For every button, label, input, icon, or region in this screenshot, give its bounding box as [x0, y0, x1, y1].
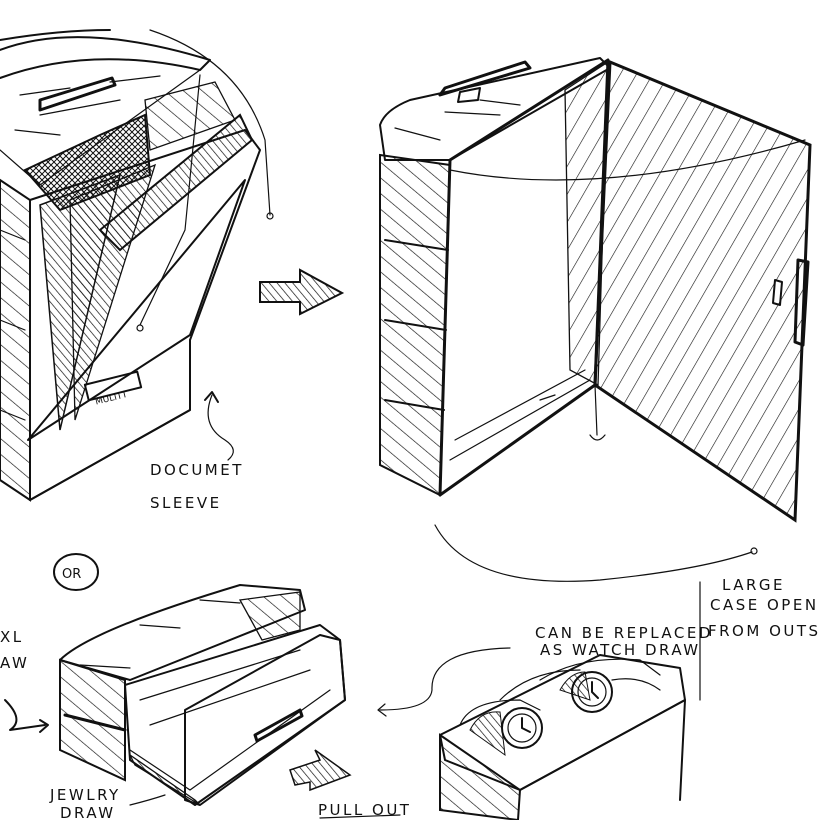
jewelry-label-2: DRAW: [60, 804, 116, 820]
pull-out-underline: [319, 814, 401, 819]
or-note-text: OR: [62, 567, 81, 582]
document-sleeve-label-1: DOCUMET: [150, 461, 244, 479]
document-sleeve-label-2: SLEEVE: [150, 494, 222, 512]
watch-note-1: CAN BE REPLACED: [535, 624, 713, 642]
watch-note-pointer: [379, 647, 511, 711]
cut-off-label-2: AW: [0, 654, 29, 672]
large-case-label-1: LARGE: [722, 576, 785, 594]
cut-off-label-1: XL: [0, 628, 24, 646]
large-case-label-2: CASE OPEN: [710, 596, 819, 614]
document-sleeve-sketch: MULITT: [0, 29, 274, 502]
watch-drawer-sketch: [439, 654, 686, 822]
jewelry-pointer: [129, 794, 166, 806]
transition-arrow: [259, 268, 345, 316]
watch-note-arrowhead: [377, 703, 387, 717]
jewelry-drawer-sketch: [4, 584, 352, 806]
jewelry-label-1: JEWLRY: [49, 786, 121, 804]
or-note: OR: [53, 553, 99, 591]
large-case-label-3: FROM OUTS: [708, 622, 820, 640]
large-case-sketch: [379, 57, 812, 582]
pull-out-label: PULL OUT: [318, 801, 411, 819]
watch-note-2: AS WATCH DRAW: [540, 641, 701, 659]
